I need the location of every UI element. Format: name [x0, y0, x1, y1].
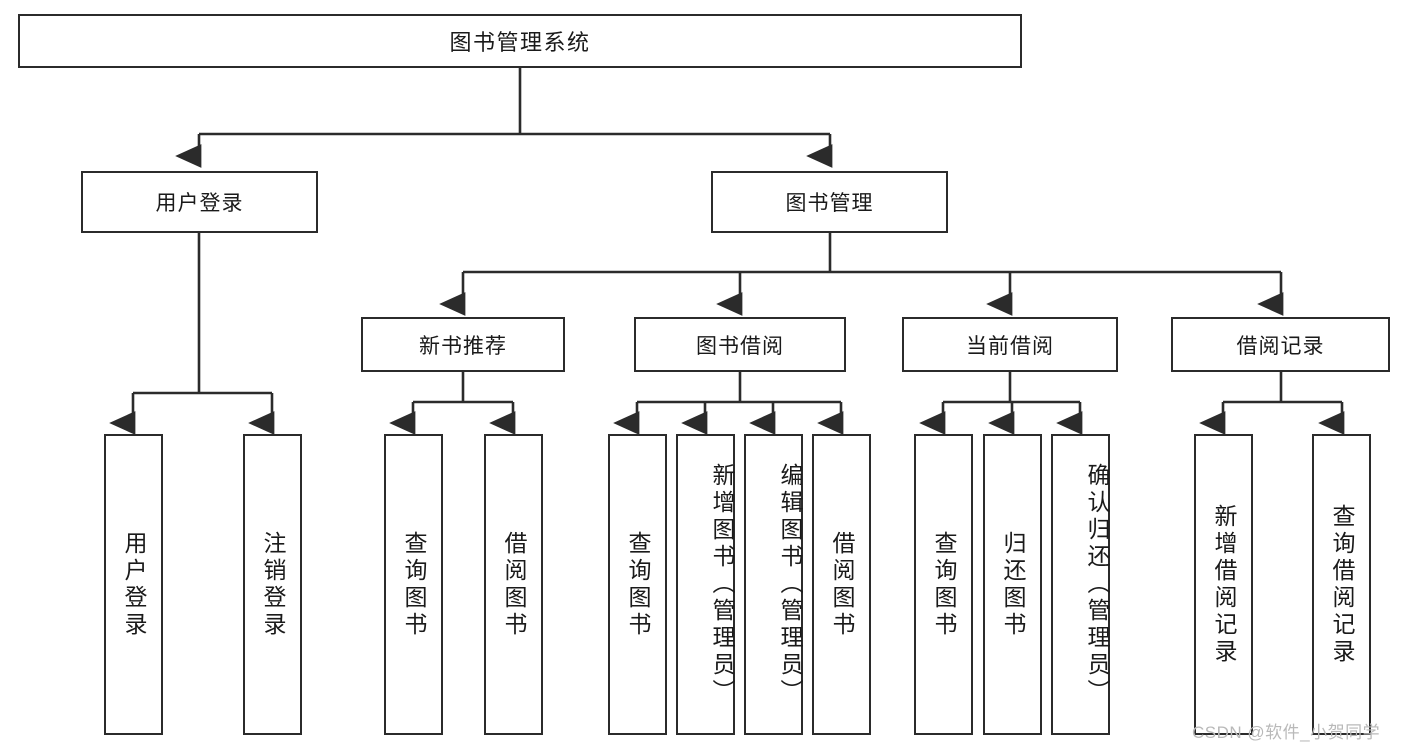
node-label: 图书管理系统 [449, 30, 591, 55]
leaf-borrow-book-new[interactable]: 借阅图书 [484, 434, 543, 735]
node-borrow-records[interactable]: 借阅记录 [1171, 317, 1390, 372]
node-label: 图书管理 [785, 192, 874, 215]
node-label: 查询借阅记录 [1329, 503, 1355, 666]
node-label: 借阅记录 [1236, 334, 1325, 358]
node-root-system[interactable]: 图书管理系统 [18, 14, 1022, 68]
leaf-logout[interactable]: 注销登录 [243, 434, 302, 735]
node-current-borrow[interactable]: 当前借阅 [902, 317, 1118, 372]
leaf-return-book[interactable]: 归还图书 [983, 434, 1042, 735]
leaf-query-book-new[interactable]: 查询图书 [384, 434, 443, 735]
node-label: 查询图书 [931, 530, 957, 639]
node-label: 确认归还（管理员） [1084, 463, 1110, 706]
node-label: 查询图书 [401, 530, 427, 639]
leaf-add-borrow-record[interactable]: 新增借阅记录 [1194, 434, 1253, 735]
node-label: 当前借阅 [966, 334, 1054, 358]
node-label: 新书推荐 [419, 334, 507, 358]
leaf-query-borrow-record[interactable]: 查询借阅记录 [1312, 434, 1371, 735]
node-label: 用户登录 [155, 192, 244, 215]
leaf-query-book-current[interactable]: 查询图书 [914, 434, 973, 735]
node-new-book-recommend[interactable]: 新书推荐 [361, 317, 565, 372]
leaf-query-book-borrow[interactable]: 查询图书 [608, 434, 667, 735]
leaf-borrow-book[interactable]: 借阅图书 [812, 434, 871, 735]
node-label: 注销登录 [260, 530, 286, 639]
leaf-user-login[interactable]: 用户登录 [104, 434, 163, 735]
node-label: 借阅图书 [829, 530, 855, 639]
node-label: 归还图书 [1000, 530, 1026, 639]
node-label: 查询图书 [625, 530, 651, 639]
leaf-edit-book-admin[interactable]: 编辑图书（管理员） [744, 434, 803, 735]
leaf-add-book-admin[interactable]: 新增图书（管理员） [676, 434, 735, 735]
node-label: 新增图书（管理员） [709, 463, 735, 706]
node-label: 图书借阅 [696, 334, 784, 358]
node-book-borrow[interactable]: 图书借阅 [634, 317, 846, 372]
node-book-management[interactable]: 图书管理 [711, 171, 948, 233]
node-label: 借阅图书 [501, 530, 527, 639]
node-label: 用户登录 [121, 530, 147, 639]
node-label: 编辑图书（管理员） [777, 463, 803, 706]
node-user-login[interactable]: 用户登录 [81, 171, 318, 233]
leaf-confirm-return-admin[interactable]: 确认归还（管理员） [1051, 434, 1110, 735]
node-label: 新增借阅记录 [1211, 503, 1237, 666]
